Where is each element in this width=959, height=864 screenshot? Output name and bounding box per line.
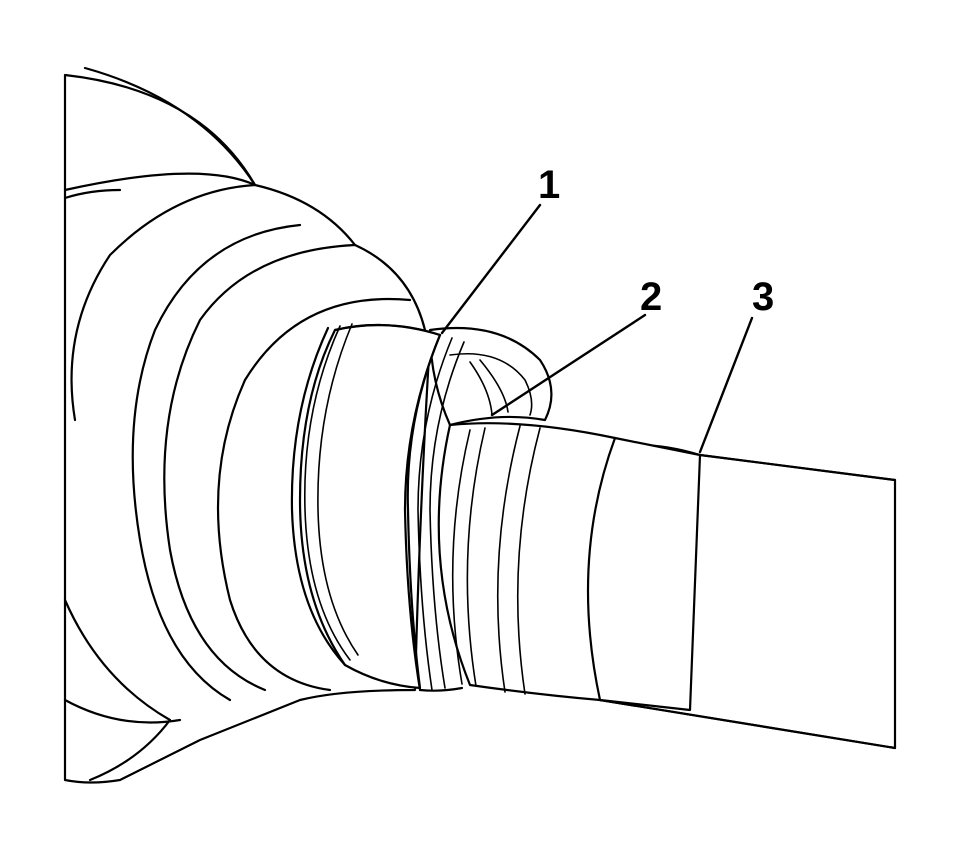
callout-1: 1 (538, 163, 560, 207)
seal-ring (428, 326, 553, 427)
shaft-neck (437, 422, 702, 712)
callout-2: 2 (640, 275, 662, 319)
leader-line-2 (490, 313, 647, 417)
callout-3: 3 (752, 275, 774, 319)
leader-line-1 (440, 203, 542, 335)
leader-line-3 (698, 316, 754, 454)
boot-clamp (290, 323, 465, 692)
